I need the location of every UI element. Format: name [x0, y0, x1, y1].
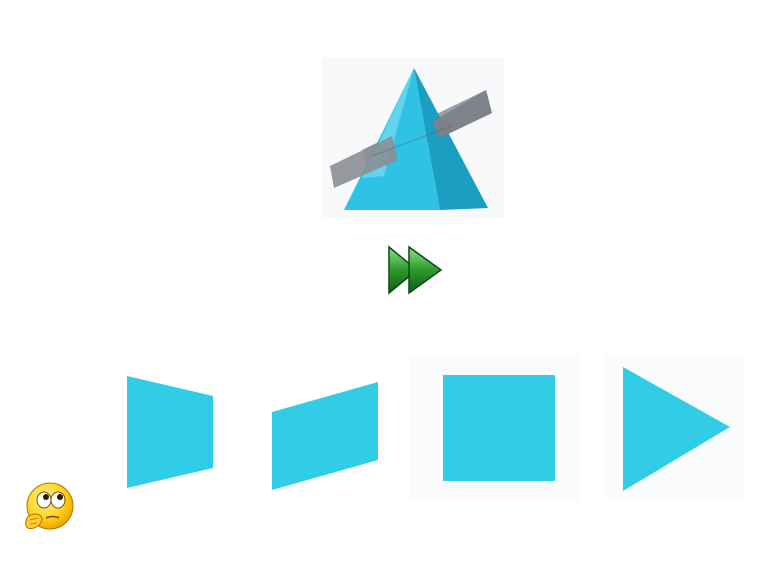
right-eye [50, 491, 66, 509]
mouth [45, 515, 60, 519]
option-square[interactable] [410, 355, 580, 500]
finger-line-1 [29, 517, 39, 521]
option-parallelogram[interactable] [260, 372, 390, 500]
left-eye [36, 491, 52, 509]
arrow-head-2 [408, 245, 443, 295]
cutting-plane-edge [432, 90, 492, 138]
thinking-face-icon [25, 482, 74, 530]
fast-forward-icon[interactable] [385, 243, 445, 297]
arrow-head-1 [388, 245, 419, 295]
option-triangle[interactable] [605, 355, 745, 500]
pyramid-cut-figure [322, 58, 504, 218]
square-shape [443, 375, 555, 481]
right-pupil [57, 494, 63, 500]
section-line [371, 125, 453, 157]
trapezoid-shape [127, 376, 213, 488]
hand [25, 513, 43, 530]
triangle-shape [623, 367, 730, 491]
cutting-plane-front [330, 136, 398, 188]
pyramid-right-face [414, 68, 488, 210]
option-trapezoid[interactable] [115, 368, 227, 496]
parallelogram-shape [272, 382, 378, 490]
left-pupil [43, 494, 49, 500]
finger-line-2 [29, 522, 38, 525]
